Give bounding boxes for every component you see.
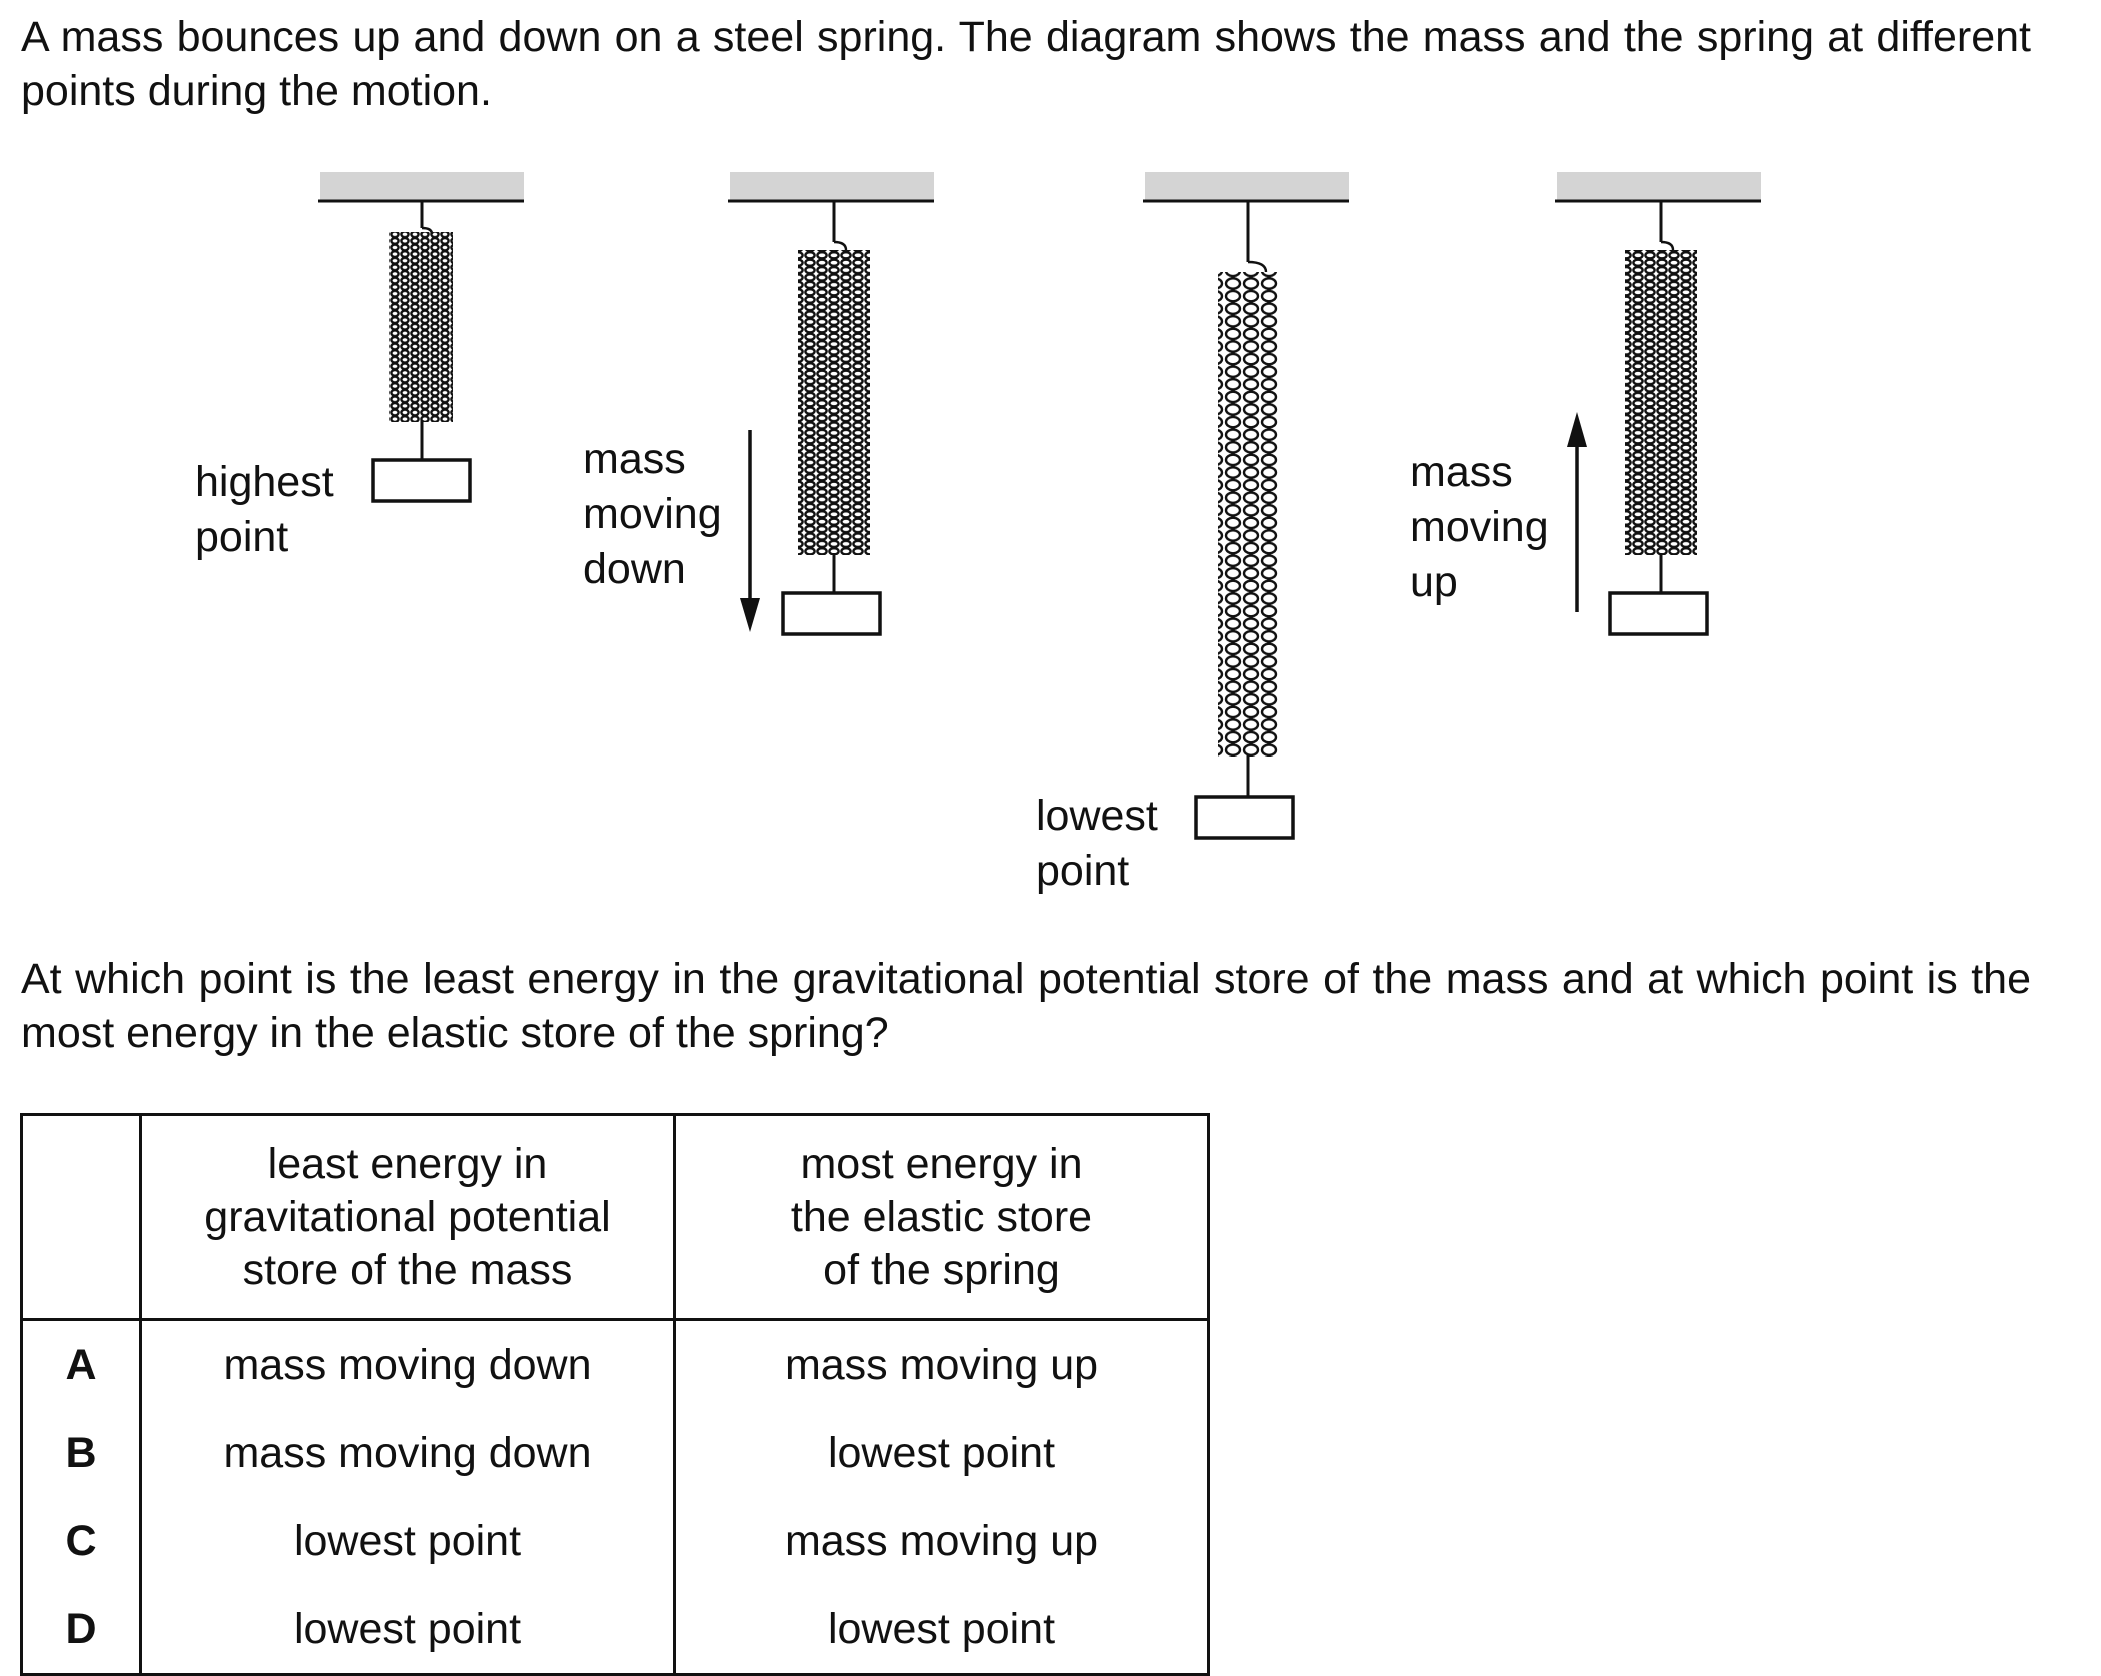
header-most-line1: most energy in — [800, 1139, 1083, 1188]
spring-coils — [1625, 250, 1697, 555]
table-row: B mass moving down lowest point — [20, 1409, 1210, 1497]
label-up-line2: moving — [1410, 503, 1549, 551]
label-highest-line2: point — [195, 513, 288, 561]
spring-setup-moving-down: mass moving down — [583, 172, 934, 636]
ceiling-support — [1557, 172, 1761, 201]
label-up-line3: up — [1410, 558, 1458, 606]
option-most-cell: mass moving up — [673, 1319, 1210, 1409]
label-down-line2: moving — [583, 490, 722, 538]
option-most-cell: lowest point — [673, 1409, 1210, 1497]
header-most-line3: of the spring — [823, 1245, 1060, 1294]
option-letter: B — [20, 1409, 142, 1497]
mass-block — [371, 458, 472, 503]
spring-coils — [1218, 272, 1278, 757]
label-lowest-line1: lowest — [1036, 792, 1158, 840]
option-least-cell: lowest point — [139, 1497, 676, 1585]
spring-setup-moving-up: mass moving up — [1410, 172, 1761, 636]
question-text: At which point is the least energy in th… — [21, 955, 2031, 1057]
mass-block — [1608, 591, 1709, 636]
header-least-line1: least energy in — [267, 1139, 548, 1188]
spring-setup-highest: highest point — [195, 172, 524, 561]
label-highest-line1: highest — [195, 458, 334, 506]
table-header-row: least energy in gravitational potential … — [20, 1113, 1210, 1321]
ceiling-support — [730, 172, 934, 201]
option-letter: A — [20, 1319, 142, 1409]
option-least-cell: mass moving down — [139, 1409, 676, 1497]
option-least-cell: lowest point — [139, 1585, 676, 1676]
option-letter: C — [20, 1497, 142, 1585]
table-row: C lowest point mass moving up — [20, 1497, 1210, 1585]
answer-options-table: least energy in gravitational potential … — [20, 1113, 1210, 1676]
table-row: A mass moving down mass moving up — [20, 1319, 1210, 1409]
down-arrow-head — [740, 598, 760, 632]
header-most-line2: the elastic store — [790, 1192, 1093, 1241]
ceiling-support — [320, 172, 524, 201]
label-down-line3: down — [583, 545, 686, 593]
spring-diagram: highest point mass moving down lowest po… — [195, 172, 1761, 895]
table-row: D lowest point lowest point — [20, 1585, 1210, 1676]
mass-block — [1194, 795, 1295, 840]
label-down-line1: mass — [583, 435, 686, 483]
hook-curl — [1247, 260, 1268, 273]
option-most-cell: lowest point — [673, 1585, 1210, 1676]
hook-curl — [833, 240, 848, 251]
option-most-cell: mass moving up — [673, 1497, 1210, 1585]
header-blank-cell — [20, 1113, 142, 1321]
intro-text: A mass bounces up and down on a steel sp… — [21, 13, 2031, 115]
option-least-cell: mass moving down — [139, 1319, 676, 1409]
header-least-line3: store of the mass — [242, 1245, 573, 1294]
spring-coils — [389, 232, 453, 422]
header-least-energy: least energy in gravitational potential … — [139, 1113, 676, 1321]
spring-coils — [798, 250, 870, 555]
label-lowest-line2: point — [1036, 847, 1129, 895]
ceiling-support — [1145, 172, 1349, 201]
label-up-line1: mass — [1410, 448, 1513, 496]
spring-setup-lowest: lowest point — [1036, 172, 1349, 895]
hook-curl — [1660, 240, 1675, 251]
header-least-line2: gravitational potential — [204, 1192, 611, 1241]
option-letter: D — [20, 1585, 142, 1676]
mass-block — [781, 591, 882, 636]
up-arrow-head — [1567, 412, 1587, 447]
header-most-energy: most energy in the elastic store of the … — [673, 1113, 1210, 1321]
